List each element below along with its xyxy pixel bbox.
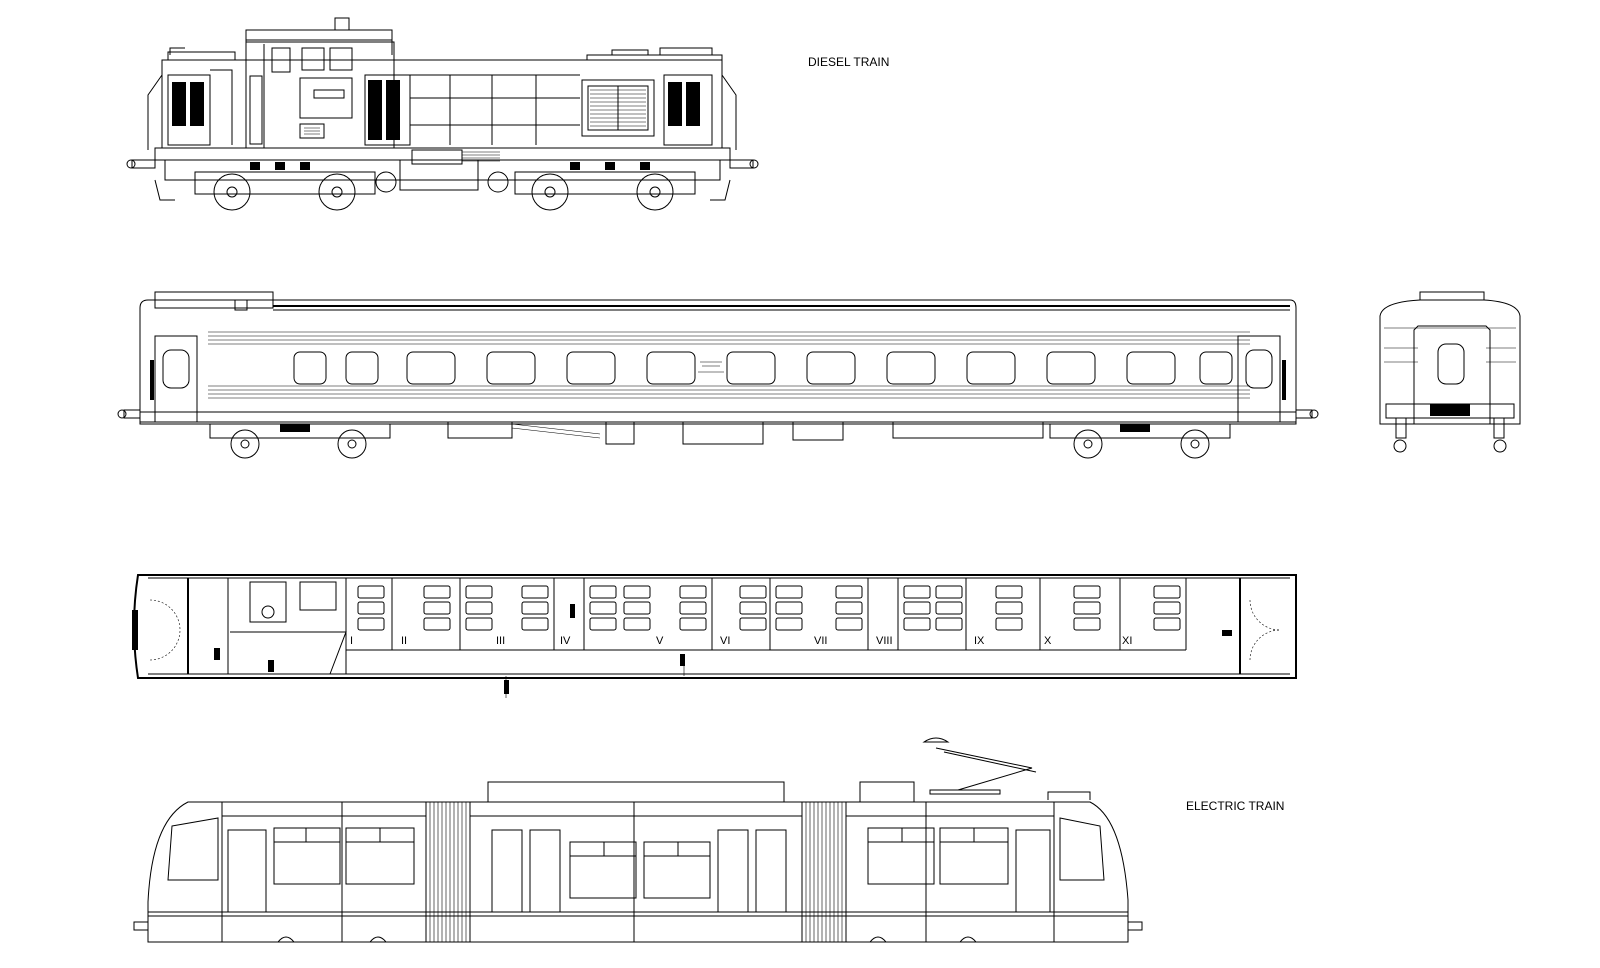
compartment-number: X xyxy=(1044,635,1052,647)
compartment-number: II xyxy=(401,635,407,647)
compartment-number: VI xyxy=(720,635,730,647)
compartment-number: VIII xyxy=(876,635,893,647)
seat-rows xyxy=(357,585,1181,631)
compartment-number: III xyxy=(496,635,505,647)
compartment-number: IV xyxy=(560,635,571,647)
passenger-coach-floor-plan: I II III IV V VI VII VIII IX X XI xyxy=(132,574,1297,698)
electric-train-label: ELECTRIC TRAIN xyxy=(1186,799,1284,813)
diesel-locomotive-side-view xyxy=(126,17,759,211)
compartment-number: I xyxy=(350,635,353,647)
compartment-number: V xyxy=(656,635,664,647)
coach-end-view xyxy=(1379,291,1521,453)
electric-train-side-view xyxy=(133,737,1143,943)
passenger-coach-side-view xyxy=(117,291,1319,459)
diesel-train-label: DIESEL TRAIN xyxy=(808,55,889,69)
compartment-number: VII xyxy=(814,635,827,647)
compartment-number: IX xyxy=(974,635,985,647)
compartment-number: XI xyxy=(1122,635,1132,647)
